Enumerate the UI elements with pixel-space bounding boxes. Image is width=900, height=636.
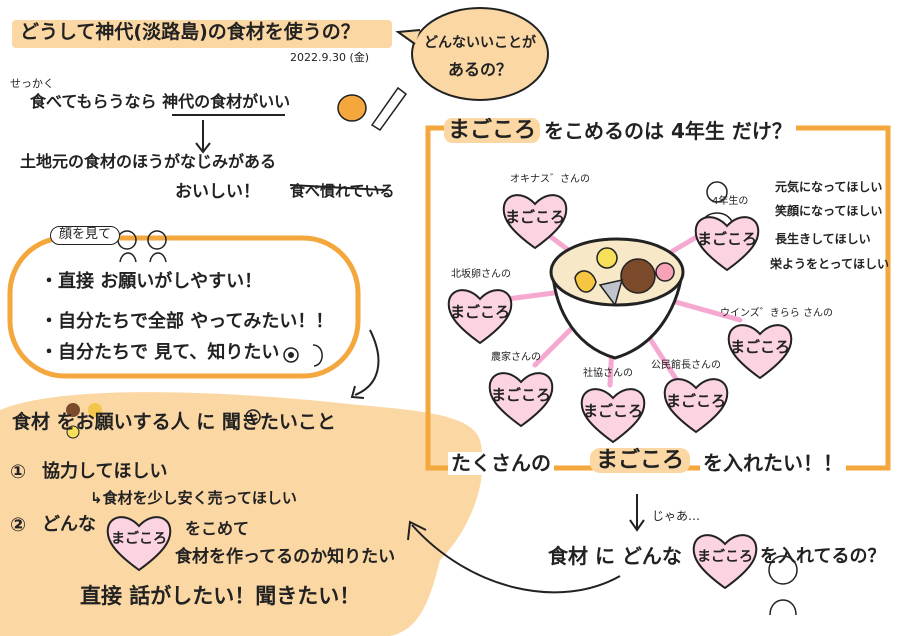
heart-label: まごころ [449, 303, 510, 321]
heart-4: まごころ [725, 318, 795, 382]
jaa-label: じゃあ… [652, 509, 701, 523]
q2-suffix: をこめて [185, 519, 250, 538]
bubble-line1: どんないいことが [424, 35, 536, 51]
wish-4: 栄ようをとってほしい [770, 257, 890, 271]
q2-line2: 食材を作ってるのか知りたい [175, 547, 396, 567]
heart-label: まごころ [696, 230, 757, 248]
face-tag: 顔を見て [50, 226, 121, 245]
q1-num: ① [10, 461, 27, 483]
heart-tag: 4年生の [712, 196, 749, 207]
heart-label: まごころ [665, 392, 726, 410]
heart-label: まごころ [490, 386, 551, 404]
heart-5: まごころ [486, 366, 556, 430]
note-line1: 食べてもらうなら 神代の食材がいい [30, 92, 291, 111]
note-line2: 土地元の食材のほうがなじみがある [20, 152, 277, 171]
face-box-outline [7, 235, 361, 379]
bq-heart: まごころ [690, 528, 760, 592]
bottom-highlight: まごころ [590, 448, 691, 474]
heart-tag: オキナス゛さんの [510, 174, 590, 185]
heart-label: まごころ [582, 402, 643, 420]
face-item2: ・自分たちで全部 やってみたい！！ [40, 311, 334, 332]
heart-3: まごころ [445, 283, 515, 347]
heart-1: まごころ [500, 188, 570, 252]
onion-leek-drawing [337, 86, 408, 132]
speech-bubble [411, 7, 549, 101]
orange-blob [0, 392, 483, 636]
right-title-rest: をこめるのは 4年生 だけ？ [540, 120, 796, 143]
wish-3: 長生きしてほしい [775, 232, 871, 246]
wish-2: 笑顔になってほしい [775, 204, 883, 218]
wish-1: 元気になってほしい [775, 180, 883, 194]
bottom-prefix: たくさんの [448, 452, 554, 475]
heart-label: まごころ [504, 208, 565, 226]
heart-tag: ウインズ゛きらら さんの [720, 308, 833, 319]
q1-text: 協力してほしい [42, 461, 168, 482]
right-title-highlight: まごころ [444, 118, 541, 144]
heart-7: まごころ [661, 372, 731, 436]
heart-tag: 公民館長さんの [651, 360, 721, 371]
bottom-suffix: を入れたい！！ [700, 452, 846, 475]
q2-heart: まごころ [104, 510, 174, 574]
bq-prefix: 食材 に どんな [548, 544, 682, 568]
note-prefix: せっかく [10, 77, 54, 90]
page-title: どうして神代(淡路島)の食材を使うの？ [20, 21, 360, 43]
bq-suffix: を入れてるの？ [760, 546, 886, 567]
heart-6: まごころ [578, 382, 648, 446]
heart-tag: 社協さんの [583, 368, 633, 379]
heart-tag: 北坂卵さんの [451, 269, 511, 280]
note-line3b: 食べ慣れている [290, 182, 395, 200]
q2-prefix: どんな [42, 514, 96, 535]
bubble-line2: あるの？ [447, 60, 512, 79]
heart-label: まごころ [729, 338, 790, 356]
heart-tag: 農家さんの [491, 352, 541, 363]
ask-heading: 食材 をお願いする人 に 聞きたいこと [12, 411, 336, 433]
note-line3a: おいしい！ [175, 182, 260, 202]
heart-2: まごころ [692, 210, 762, 274]
date-label: 2022.9.30 (金) [290, 51, 370, 64]
face-item1: ・直接 お願いがしやすい！ [40, 271, 263, 292]
q3-text: 直接 話がしたい！聞きたい！ [80, 584, 361, 608]
face-item3: ・自分たちで 見て、知りたい [40, 342, 280, 363]
title-highlight [12, 20, 392, 48]
q2-num: ② [10, 514, 27, 536]
bowl-drawing [549, 237, 685, 360]
q1-sub: ↳食材を少し安く売ってほしい [90, 489, 297, 507]
